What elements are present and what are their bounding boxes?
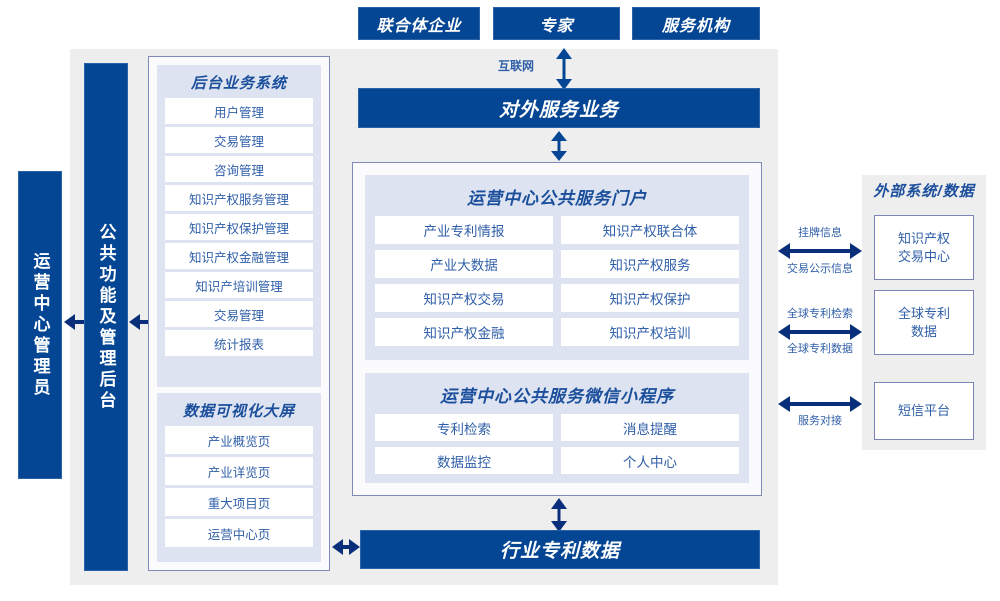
external-box-global-patent-data[interactable]: 全球专利 数据 bbox=[874, 290, 974, 355]
actor-box-expert[interactable]: 专家 bbox=[493, 7, 620, 40]
backend-item[interactable]: 统计报表 bbox=[165, 330, 313, 356]
visualization-title: 数据可视化大屏 bbox=[182, 403, 295, 420]
rail-operations-admin[interactable]: 运营中心管理员 bbox=[18, 171, 62, 479]
backend-item[interactable]: 交易管理 bbox=[165, 127, 313, 153]
actor-label: 专家 bbox=[539, 17, 574, 35]
actor-box-service-org[interactable]: 服务机构 bbox=[632, 7, 760, 40]
actor-box-consortium[interactable]: 联合体企业 bbox=[358, 7, 480, 40]
portal-item[interactable]: 知识产权联合体 bbox=[561, 216, 739, 244]
connector-label-trade-public-info: 交易公示信息 bbox=[787, 263, 853, 275]
portal-grid: 产业专利情报 知识产权联合体 产业大数据 知识产权服务 知识产权交易 知识产权保… bbox=[375, 216, 739, 346]
portal-item[interactable]: 产业专利情报 bbox=[375, 216, 553, 244]
rail-common-functions[interactable]: 公共功能及管理后台 bbox=[84, 63, 128, 571]
backend-to-data-arrow-icon bbox=[332, 539, 360, 555]
bottom-bar-title: 行业专利数据 bbox=[499, 541, 620, 562]
miniprogram-item[interactable]: 数据监控 bbox=[375, 447, 553, 474]
visualization-list: 产业概览页 产业详览页 重大项目页 运营中心页 bbox=[165, 426, 313, 547]
miniprogram-item[interactable]: 个人中心 bbox=[561, 447, 739, 474]
actor-label: 联合体企业 bbox=[376, 17, 462, 35]
portal-item[interactable]: 知识产权培训 bbox=[561, 318, 739, 346]
portal-panel: 运营中心公共服务门户 产业专利情报 知识产权联合体 产业大数据 知识产权服务 知… bbox=[365, 175, 749, 360]
backend-item[interactable]: 用户管理 bbox=[165, 98, 313, 124]
visualization-item[interactable]: 运营中心页 bbox=[165, 519, 313, 547]
backend-item[interactable]: 知识产权金融管理 bbox=[165, 243, 313, 269]
backend-system-list: 用户管理 交易管理 咨询管理 知识产权服务管理 知识产权保护管理 知识产权金融管… bbox=[165, 98, 313, 356]
external-box-sms-platform[interactable]: 短信平台 bbox=[874, 382, 974, 440]
service-to-portal-arrow-icon bbox=[551, 131, 567, 161]
rail-label: 运营中心管理员 bbox=[30, 251, 50, 399]
service-docking-arrow-icon bbox=[778, 396, 862, 412]
backend-system-panel: 后台业务系统 用户管理 交易管理 咨询管理 知识产权服务管理 知识产权保护管理 … bbox=[157, 65, 321, 387]
visualization-panel: 数据可视化大屏 产业概览页 产业详览页 重大项目页 运营中心页 bbox=[157, 393, 321, 562]
miniprogram-title: 运营中心公共服务微信小程序 bbox=[440, 387, 674, 406]
miniprogram-item[interactable]: 专利检索 bbox=[375, 414, 553, 441]
backend-item[interactable]: 咨询管理 bbox=[165, 156, 313, 182]
internet-label: 互联网 bbox=[497, 59, 534, 73]
portal-item[interactable]: 产业大数据 bbox=[375, 250, 553, 278]
miniprogram-grid: 专利检索 消息提醒 数据监控 个人中心 bbox=[375, 414, 739, 474]
portal-to-data-arrow-icon bbox=[551, 498, 567, 532]
actor-label: 服务机构 bbox=[661, 17, 730, 35]
backend-item[interactable]: 知识产权服务管理 bbox=[165, 185, 313, 211]
backend-system-title: 后台业务系统 bbox=[190, 75, 287, 92]
backend-item[interactable]: 交易管理 bbox=[165, 301, 313, 327]
visualization-item[interactable]: 产业详览页 bbox=[165, 457, 313, 485]
global-patent-arrow-icon bbox=[778, 324, 862, 340]
connector-label-listing-info: 挂牌信息 bbox=[798, 227, 842, 239]
external-service-bar[interactable]: 对外服务业务 bbox=[358, 88, 760, 128]
miniprogram-panel: 运营中心公共服务微信小程序 专利检索 消息提醒 数据监控 个人中心 bbox=[365, 373, 749, 483]
external-box-ip-trading-center[interactable]: 知识产权 交易中心 bbox=[874, 215, 974, 280]
miniprogram-item[interactable]: 消息提醒 bbox=[561, 414, 739, 441]
internet-arrow-icon bbox=[556, 48, 572, 90]
connector-label-global-patent-data: 全球专利数据 bbox=[787, 343, 853, 355]
external-service-title: 对外服务业务 bbox=[498, 99, 619, 121]
portal-item[interactable]: 知识产权交易 bbox=[375, 284, 553, 312]
portal-title: 运营中心公共服务门户 bbox=[467, 189, 647, 208]
connector-label-global-patent-search: 全球专利检索 bbox=[787, 308, 853, 320]
portal-item[interactable]: 知识产权金融 bbox=[375, 318, 553, 346]
external-systems-title: 外部系统/数据 bbox=[873, 183, 975, 200]
rail-label: 公共功能及管理后台 bbox=[96, 222, 116, 412]
backend-item[interactable]: 知识产培训管理 bbox=[165, 272, 313, 298]
listing-info-arrow-icon bbox=[778, 243, 862, 259]
visualization-item[interactable]: 产业概览页 bbox=[165, 426, 313, 454]
backend-item[interactable]: 知识产权保护管理 bbox=[165, 214, 313, 240]
portal-item[interactable]: 知识产权保护 bbox=[561, 284, 739, 312]
industry-patent-data-bar[interactable]: 行业专利数据 bbox=[360, 530, 760, 569]
visualization-item[interactable]: 重大项目页 bbox=[165, 488, 313, 516]
portal-item[interactable]: 知识产权服务 bbox=[561, 250, 739, 278]
connector-label-service-docking: 服务对接 bbox=[798, 415, 842, 427]
